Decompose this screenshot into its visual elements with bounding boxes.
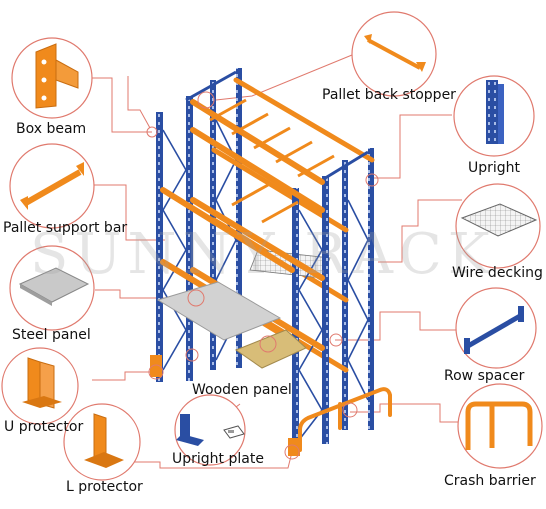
front-upright-right — [292, 188, 299, 456]
upright-plate-thumb — [174, 394, 246, 466]
pallet-back-stopper-thumb — [351, 11, 437, 97]
back-upright-mid — [236, 68, 242, 368]
wire-decking-thumb — [455, 183, 541, 269]
label-u-protector: U protector — [4, 419, 84, 435]
steel-panel-installed — [156, 281, 282, 341]
label-upright: Upright — [468, 160, 521, 176]
steel-panel-thumb — [9, 245, 95, 331]
label-wire-decking: Wire decking — [452, 265, 543, 281]
marker-circles — [146, 91, 379, 460]
front-upright-mid — [186, 96, 193, 381]
label-l-protector: L protector — [66, 479, 143, 495]
u-protector-thumb — [1, 347, 79, 425]
label-crash-barrier: Crash barrier — [444, 473, 536, 489]
label-row-spacer: Row spacer — [444, 368, 525, 384]
label-upright-plate: Upright plate — [172, 451, 264, 467]
label-wooden-panel: Wooden panel — [192, 382, 292, 398]
back-upright-right — [342, 160, 348, 430]
front-upright-left — [156, 112, 163, 382]
label-pallet-support-bar: Pallet support bar — [3, 220, 128, 236]
box-beam-thumb — [11, 37, 93, 119]
wooden-panel-installed — [234, 329, 307, 369]
label-steel-panel: Steel panel — [12, 327, 91, 343]
u-protector-installed — [150, 355, 162, 377]
label-box-beam: Box beam — [16, 121, 87, 137]
crash-barrier-installed — [298, 387, 392, 452]
label-pallet-back-stopper: Pallet back stopper — [322, 87, 456, 103]
l-protector-thumb — [63, 403, 141, 481]
front-upright-far — [322, 176, 329, 444]
callout-circles — [1, 11, 543, 481]
l-protector-installed — [288, 438, 300, 456]
row-spacer-thumb — [455, 287, 537, 369]
pallet-support-bar-thumb — [9, 143, 95, 229]
back-upright-left — [210, 80, 216, 370]
watermark-text: SUNNY RACK — [30, 222, 496, 287]
back-upright-far — [368, 148, 374, 430]
upright-thumb — [453, 75, 535, 157]
crash-barrier-thumb — [457, 383, 543, 469]
